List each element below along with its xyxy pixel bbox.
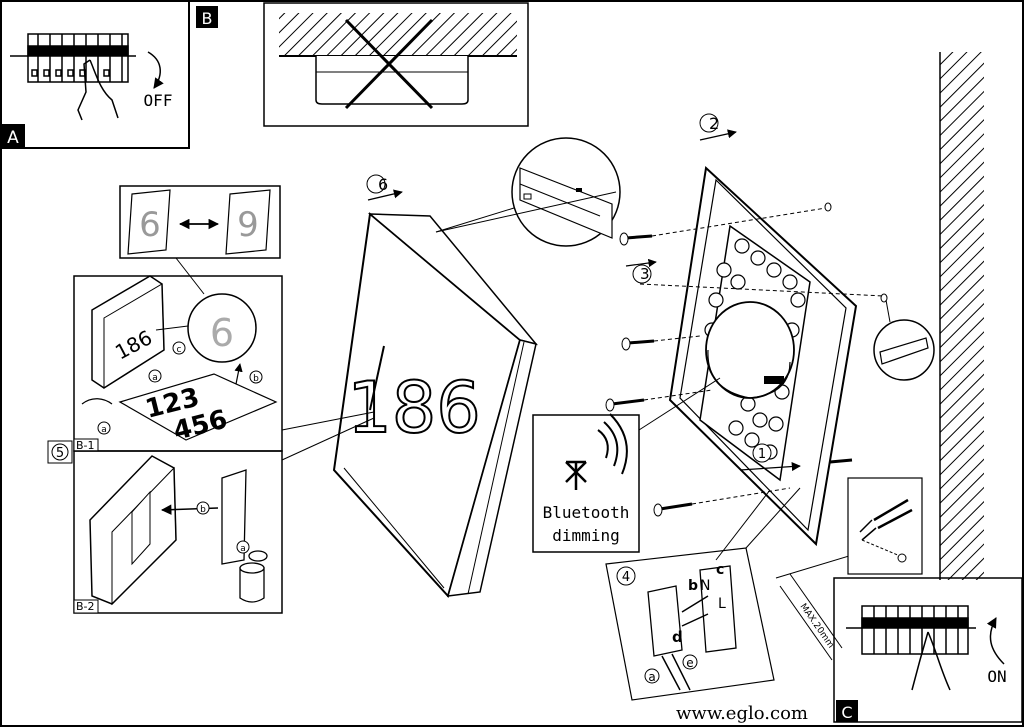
panel-a-tag-box <box>1 124 25 148</box>
magnifier-circle <box>187 293 257 363</box>
wiring-l-label: L <box>718 596 726 612</box>
panel-a-switch-off: A OFF <box>0 0 190 149</box>
signal-wave-icon <box>597 429 609 459</box>
wiring-step-e: e <box>686 656 693 670</box>
b2-step-a: a <box>240 544 246 554</box>
wiring-step-a: a <box>648 670 655 684</box>
panel-b1: B-1 186 6 123 456 a c a b <box>73 275 283 452</box>
step1-label: 1 <box>758 447 766 462</box>
breaker-strip-on-icon <box>846 605 976 655</box>
wiring-step-c: c <box>716 562 724 578</box>
wiring-step-b: b <box>688 578 698 594</box>
house-number: 186 <box>347 367 481 449</box>
step4-label: 4 <box>622 570 630 585</box>
hand-icon <box>77 59 119 121</box>
switch-on-label: ON <box>987 667 1006 686</box>
wiring-n-label: N <box>700 578 710 594</box>
bluetooth-icon <box>565 460 587 490</box>
wiring-detail: 4 b N c L d e a <box>605 487 801 701</box>
pliers-icon <box>873 498 913 530</box>
wall-plug-callout <box>873 299 935 381</box>
digit-six-card: 6 <box>139 205 161 245</box>
screw-icon <box>621 335 701 351</box>
panel-c-tag: C <box>841 703 852 722</box>
magnifier-digit: 6 <box>210 311 234 355</box>
b1-step-a2: a <box>101 425 107 435</box>
rotate-up-arrow-icon <box>986 617 1005 665</box>
bluetooth-subtitle: dimming <box>552 526 619 545</box>
wiring-step-d: d <box>672 628 683 646</box>
hand-peel-icon <box>81 398 113 405</box>
terminal-block <box>647 585 683 657</box>
luminaire-on-ceiling <box>315 56 469 105</box>
panel-b-no-ceiling: B <box>196 2 529 127</box>
bluetooth-panel: Bluetooth dimming <box>532 377 721 553</box>
b2-step-b: b <box>200 505 206 515</box>
wall-plug-icon <box>879 337 929 365</box>
main-luminaire: 186 <box>332 212 539 599</box>
screws <box>605 202 888 517</box>
panel-b2: B-2 b a <box>73 450 283 614</box>
screw-icon <box>619 202 832 246</box>
panel-b-tag: B <box>202 9 213 28</box>
breaker-strip-icon <box>10 33 136 83</box>
step3-label: 3 <box>640 265 650 283</box>
b1-step-c: c <box>177 345 182 355</box>
screw-icon <box>605 389 713 412</box>
b1-step-b: b <box>253 374 259 384</box>
panel-c-switch-on: ON C <box>833 577 1023 723</box>
number-sheet <box>118 373 278 441</box>
connector-block <box>699 565 737 653</box>
hand-on-icon <box>911 631 951 691</box>
glue-can-icon <box>239 567 265 603</box>
panel-b1-tag: B-1 <box>76 439 95 452</box>
switch-off-label: OFF <box>144 91 173 110</box>
panel-b-tag-box <box>196 6 218 28</box>
step5-label: 5 <box>56 446 64 461</box>
cable-length-label: MAX.20mm <box>798 602 836 650</box>
b1-step-a: a <box>152 373 158 383</box>
step2-label: 2 <box>709 114 719 133</box>
pliers-panel <box>847 477 923 575</box>
wall-hatch <box>940 52 984 580</box>
footer-url: www.eglo.com <box>676 703 808 724</box>
digit-nine-card: 9 <box>237 205 259 245</box>
digit-flip-callout: 6 9 <box>119 185 281 295</box>
clip-detail-callout <box>435 137 621 247</box>
step6-label: 6 <box>378 175 388 194</box>
ceiling-hatch <box>279 13 517 56</box>
mounting-plate <box>668 165 858 547</box>
bluetooth-title: Bluetooth <box>543 503 630 522</box>
panel-a-tag: A <box>7 128 19 148</box>
number-strip <box>221 469 247 565</box>
rotate-down-arrow-icon <box>147 51 164 89</box>
panel-b2-tag: B-2 <box>76 600 95 613</box>
screw-icon <box>653 487 791 517</box>
panel-c-tag-box <box>836 700 858 722</box>
